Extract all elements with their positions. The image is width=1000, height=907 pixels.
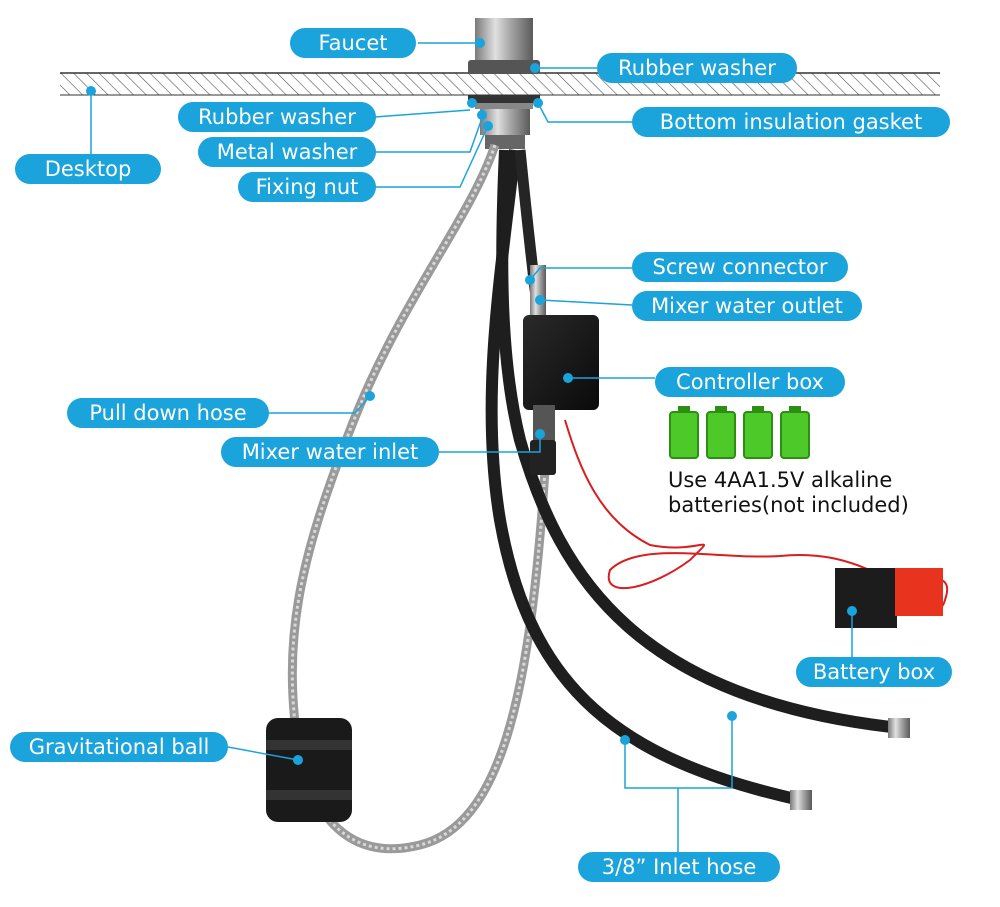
- label-mixer-water-outlet: Mixer water outlet: [632, 291, 862, 321]
- gravitational-ball-part: [266, 718, 352, 822]
- inlet-hose-1: [496, 149, 901, 734]
- battery-note-line1: Use 4AA1.5V alkaline: [668, 468, 893, 492]
- label-desktop: Desktop: [15, 154, 161, 184]
- label-gravitational-ball: Gravitational ball: [10, 732, 228, 762]
- label-metal-washer: Metal washer: [198, 137, 376, 167]
- mounting-hardware: [468, 95, 540, 149]
- label-rubber-washer: Rubber washer: [178, 102, 376, 132]
- label-fixing-nut: Fixing nut: [238, 172, 376, 202]
- label-bottom-insulation-gasket: Bottom insulation gasket: [632, 107, 950, 137]
- label-inlet-hose: 3/8” Inlet hose: [578, 852, 780, 882]
- battery-wire: [564, 419, 881, 590]
- leader-dots: [86, 38, 857, 765]
- label-pull-down-hose: Pull down hose: [67, 398, 269, 428]
- label-controller-box: Controller box: [655, 367, 845, 397]
- desktop-counter: [60, 72, 940, 96]
- label-mixer-water-inlet: Mixer water inlet: [221, 437, 439, 467]
- mixer-inlet-part: [530, 440, 556, 475]
- leader-lines: [90, 42, 853, 852]
- label-screw-connector: Screw connector: [632, 252, 848, 282]
- battery-icons: [669, 406, 810, 459]
- battery-box-part: [835, 568, 943, 628]
- label-battery-box: Battery box: [796, 657, 952, 687]
- label-rubber-washer-top: Rubber washer: [597, 53, 797, 83]
- hose-end-nut-1: [888, 718, 910, 738]
- battery-note-line2: batteries(not included): [668, 493, 909, 517]
- inlet-hose-2: [485, 149, 802, 806]
- hose-end-nut-2: [790, 790, 812, 810]
- label-faucet: Faucet: [290, 28, 416, 58]
- screw-connector-part: [530, 265, 546, 315]
- controller-box-part: [523, 315, 599, 445]
